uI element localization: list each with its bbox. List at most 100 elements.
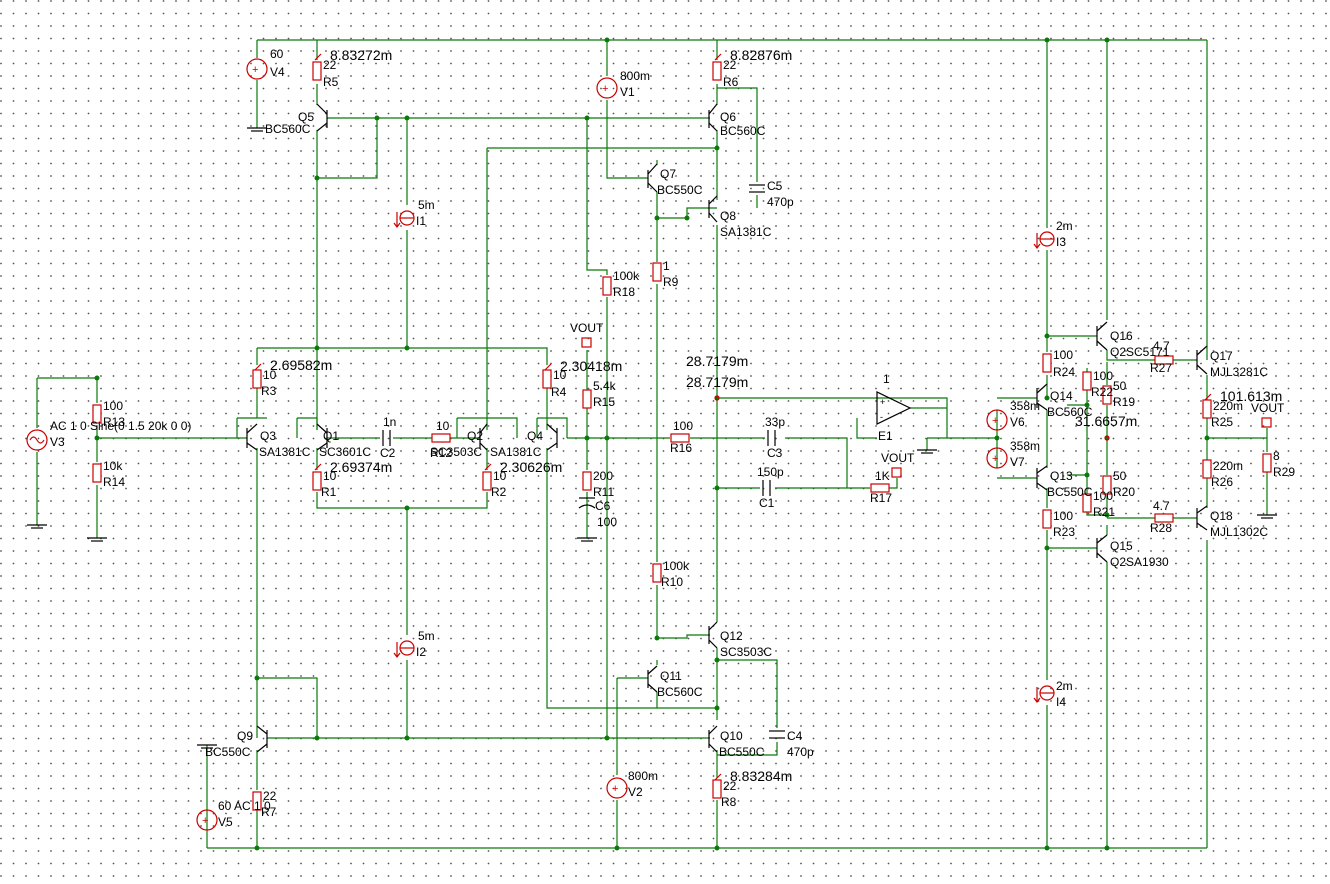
r14-value-label: 10k: [103, 459, 123, 473]
probe-node-voltage-1: 28.7179m: [686, 353, 748, 369]
i2-current-source[interactable]: [393, 640, 415, 658]
q12-name-label: Q12: [720, 629, 743, 643]
r21-name-label: R21: [1093, 505, 1115, 519]
probe-q3-current: 2.69582m: [270, 357, 332, 373]
v3-ac-source[interactable]: [26, 429, 48, 451]
transistor-symbols[interactable]: [246, 103, 1208, 753]
r19-name-label: R19: [1113, 395, 1135, 409]
r25-name-label: R25: [1211, 415, 1233, 429]
q18-name-label: Q18: [1210, 509, 1233, 523]
r20-name-label: R20: [1113, 485, 1135, 499]
c5-name-label: C5: [767, 179, 783, 193]
r11-name-label: R11: [593, 485, 614, 499]
r22-value-label: 100: [1093, 369, 1113, 383]
c3-name-label: C3: [767, 446, 783, 460]
q16-name-label: Q16: [1110, 329, 1133, 343]
v1-value-label: 800m: [620, 69, 650, 83]
q8-name-label: Q8: [720, 209, 736, 223]
r26-name-label: R26: [1211, 475, 1233, 489]
q2-name-label: Q2: [467, 429, 483, 443]
r3-name-label: R3: [261, 384, 277, 398]
c2-name-label: C2: [380, 446, 396, 460]
q12-type-label: SC3503C: [720, 645, 772, 659]
v2-voltage-source[interactable]: +: [606, 777, 628, 799]
q1-type-label: SC3601C: [319, 445, 371, 459]
q2-type-a-label: SC3503C: [430, 445, 482, 459]
v2-value-label: 800m: [628, 769, 658, 783]
c1-value-label: 150p: [757, 465, 784, 479]
r4-value-label: 10: [553, 368, 567, 382]
r26-value-label: 220m: [1213, 459, 1243, 473]
c4-value-label: 470p: [787, 745, 814, 759]
i1-current-source[interactable]: [393, 210, 415, 228]
i1-value-label: 5m: [418, 198, 435, 212]
r17-value-label: 1K: [875, 469, 890, 483]
r5-name-label: R5: [323, 75, 339, 89]
q10-type-label: BC550C: [719, 745, 765, 759]
r27-value-label: 4.7: [1153, 339, 1170, 353]
r9-name-label: R9: [663, 275, 679, 289]
svg-text:+: +: [602, 83, 608, 95]
c3-value-label: 33p: [765, 415, 785, 429]
r10-value-label: 100k: [663, 559, 690, 573]
r18-name-label: R18: [613, 285, 635, 299]
q17-name-label: Q17: [1210, 349, 1233, 363]
r24-value-label: 100: [1053, 348, 1073, 362]
q17-type-label: MJL3281C: [1210, 365, 1268, 379]
q1-name-label: Q1: [323, 429, 339, 443]
r6-name-label: R6: [723, 75, 739, 89]
r5-value-label: 22: [323, 58, 337, 72]
probe-r1-current: 2.69374m: [330, 459, 392, 475]
e1-opamp[interactable]: + -: [876, 391, 912, 425]
r24-name-label: R24: [1053, 365, 1075, 379]
v1-name-label: V1: [620, 85, 635, 99]
i2-value-label: 5m: [418, 629, 435, 643]
r14-name-label: R14: [103, 475, 125, 489]
svg-text:-: -: [880, 412, 883, 422]
q11-name-label: Q11: [660, 669, 682, 683]
r27-name-label: R27: [1150, 361, 1172, 375]
q14-type-label: BC560C: [1047, 405, 1093, 419]
e1-name-label: E1: [878, 429, 893, 443]
r28-name-label: R28: [1150, 521, 1172, 535]
v6-value-label: 358m: [1010, 399, 1040, 413]
q16-type-label: Q2SC5171: [1110, 345, 1170, 359]
v6-voltage-source[interactable]: +: [986, 409, 1008, 431]
q3-name-label: Q3: [260, 429, 276, 443]
q9-name-label: Q9: [237, 729, 253, 743]
probe-node-voltage-2: 28.7179m: [686, 374, 748, 390]
v7-name-label: V7: [1010, 455, 1025, 469]
r9-value-label: 1: [663, 259, 670, 273]
q6-type-label: BC560C: [720, 124, 766, 138]
r18-value-label: 100k: [613, 269, 640, 283]
vout-output-label: VOUT: [1251, 401, 1285, 415]
r13-name-label: R13: [103, 415, 125, 429]
v5-voltage-source[interactable]: +: [196, 809, 218, 831]
r16-value-label: 100: [673, 419, 693, 433]
v5-name-label: V5: [218, 815, 233, 829]
i3-current-source[interactable]: [1033, 231, 1055, 249]
v3-source-spec: AC 1 0 Sine(0 1.5 20k 0 0): [50, 419, 191, 433]
r29-name-label: R29: [1273, 465, 1295, 479]
i4-current-source[interactable]: [1033, 685, 1055, 703]
r29-value-label: 8: [1273, 449, 1280, 463]
probe-r2-current: 2.30626m: [500, 459, 562, 475]
r20-value-label: 50: [1113, 469, 1127, 483]
i3-value-label: 2m: [1056, 219, 1073, 233]
i3-name-label: I3: [1056, 235, 1066, 249]
r8-value-label: 22: [723, 779, 737, 793]
component-labels: 60 V4 22 R5 8.83272m Q5 BC560C 800m V1 2…: [50, 47, 1295, 829]
r12-value-label: 10: [436, 419, 450, 433]
v4-voltage-source[interactable]: +: [246, 58, 268, 80]
vertical-resistors[interactable]: [92, 61, 1272, 811]
horizontal-resistors[interactable]: [431, 355, 1174, 523]
q6-name-label: Q6: [720, 110, 736, 124]
capacitors[interactable]: [382, 184, 785, 739]
vout-terminals[interactable]: [581, 337, 1272, 478]
v1-voltage-source[interactable]: +: [596, 77, 618, 99]
v7-voltage-source[interactable]: +: [986, 447, 1008, 469]
r2-name-label: R2: [491, 485, 507, 499]
